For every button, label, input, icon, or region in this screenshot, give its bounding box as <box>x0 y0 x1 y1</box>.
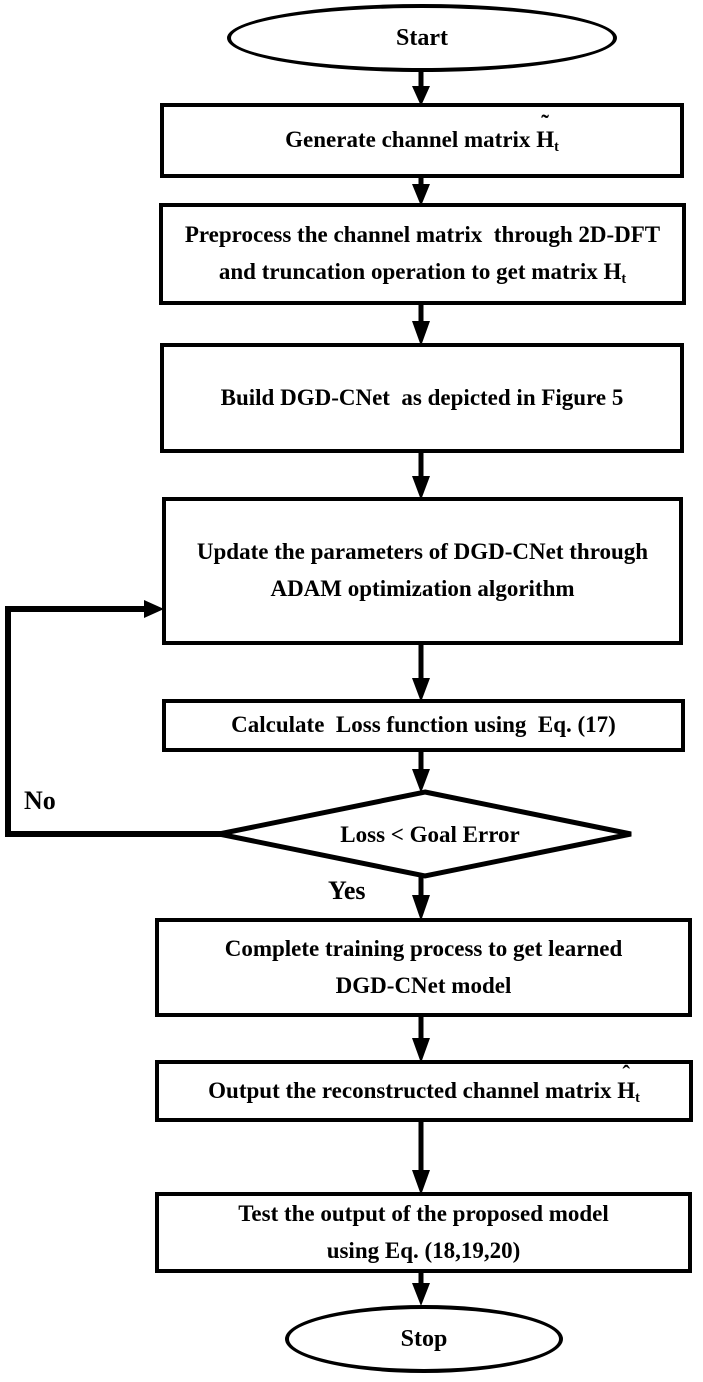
test-line-2: using Eq. (18,19,20) <box>326 1237 521 1263</box>
process-update-parameters: Update the parameters of DGD-CNet throug… <box>162 497 683 645</box>
complete-line-1: Complete training process to get learned <box>224 935 623 961</box>
terminator-stop: Stop <box>285 1305 563 1373</box>
process-build-dgd-cnet: Build DGD-CNet as depicted in Figure 5 <box>160 343 684 453</box>
calculate-line-1: Calculate Loss function using Eq. (17) <box>231 712 616 738</box>
matrix-symbol: H <box>603 259 622 284</box>
generate-text: Generate channel matrix ˜Ht <box>285 110 559 156</box>
branch-label-no: No <box>24 786 56 815</box>
terminator-start: Start <box>227 4 617 72</box>
matrix-subscript: t <box>621 270 627 287</box>
arrow-calculate-to-decision <box>412 749 430 793</box>
output-text: Output the reconstructed channel matrix … <box>208 1061 640 1106</box>
no-feedback-connector <box>5 600 222 837</box>
update-line-2: ADAM optimization algorithm <box>270 576 575 601</box>
process-output-reconstructed-matrix: Output the reconstructed channel matrix … <box>155 1060 693 1122</box>
tilde-accent: ˜ <box>541 110 549 136</box>
process-preprocess-channel-matrix: Preprocess the channel matrix through 2D… <box>159 203 686 305</box>
arrow-test-to-stop <box>412 1270 430 1306</box>
arrow-update-to-calculate <box>412 642 430 702</box>
start-label: Start <box>396 24 448 51</box>
complete-line-2: DGD-CNet model <box>335 972 512 998</box>
process-calculate-loss: Calculate Loss function using Eq. (17) <box>162 699 685 752</box>
process-complete-training: Complete training process to get learned… <box>155 918 692 1017</box>
arrow-decision-to-complete <box>412 874 430 921</box>
test-line-1: Test the output of the proposed model <box>238 1200 609 1226</box>
matrix-symbol: H <box>536 127 555 153</box>
arrow-start-to-generate <box>412 71 430 106</box>
process-generate-channel-matrix: Generate channel matrix ˜Ht <box>160 103 684 178</box>
arrow-complete-to-output <box>412 1014 430 1063</box>
arrow-output-to-test <box>412 1119 430 1195</box>
build-line-1: Build DGD-CNet as depicted in Figure 5 <box>220 384 624 410</box>
branch-label-yes: Yes <box>328 876 366 905</box>
update-line-1: Update the parameters of DGD-CNet throug… <box>196 539 649 565</box>
preprocess-line-2: and truncation operation to get matrix H… <box>218 259 627 287</box>
hat-accent: ˆ <box>622 1061 630 1087</box>
decision-diamond-shape <box>218 789 632 879</box>
matrix-subscript: t <box>554 139 559 156</box>
arrow-preprocess-to-build <box>412 302 430 346</box>
stop-label: Stop <box>400 1325 448 1352</box>
matrix-symbol: H <box>617 1077 636 1103</box>
arrow-generate-to-preprocess <box>412 175 430 206</box>
arrow-build-to-update <box>412 450 430 500</box>
decision-loss-goal-error: Loss < Goal Error <box>230 816 630 854</box>
preprocess-line-1: Preprocess the channel matrix through 2D… <box>184 222 661 248</box>
decision-label-text: Loss < Goal Error <box>340 822 520 847</box>
matrix-subscript: t <box>635 1089 640 1106</box>
process-test-output: Test the output of the proposed model us… <box>155 1192 692 1273</box>
